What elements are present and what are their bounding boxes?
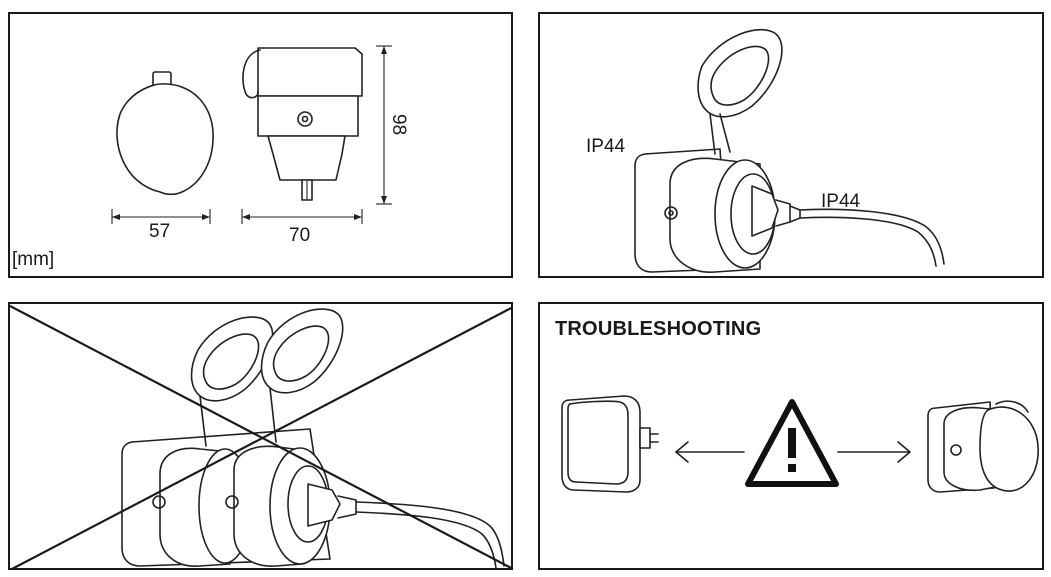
troubleshooting-title: TROUBLESHOOTING: [555, 318, 762, 340]
socket-closed-icon: [927, 400, 1039, 493]
socket-side-view: [242, 47, 363, 201]
socket-with-plug: [634, 29, 945, 273]
arrow-left-icon: [675, 441, 745, 463]
cap-front-view: [116, 71, 214, 196]
unit-label: [mm]: [12, 249, 55, 270]
troubleshooting-panel: TROUBLESHOOTING: [538, 302, 1044, 570]
prohibited-panel: [8, 302, 513, 570]
ip44-illustration: [634, 29, 945, 273]
socket-ip44-label: IP44: [586, 136, 626, 157]
double-socket: [121, 308, 505, 568]
dim-height-label: 98: [388, 114, 409, 136]
prohibited-illustration: [10, 305, 511, 568]
ip44-panel: IP44 IP44: [538, 12, 1044, 278]
dim-cap-width-label: 57: [149, 221, 171, 242]
warning-triangle-icon: [745, 399, 839, 487]
plug-ip44-label: IP44: [821, 191, 861, 212]
dimensions-panel: 57 70 98 [mm]: [8, 12, 513, 278]
troubleshooting-illustration: [561, 395, 1039, 493]
dimension-drawing: [111, 45, 392, 224]
dimension-lines: [111, 45, 392, 224]
dim-body-width-label: 70: [289, 225, 311, 246]
cross-out-mark: [10, 305, 511, 568]
arrow-right-icon: [837, 441, 911, 463]
charger-icon: [561, 395, 659, 493]
